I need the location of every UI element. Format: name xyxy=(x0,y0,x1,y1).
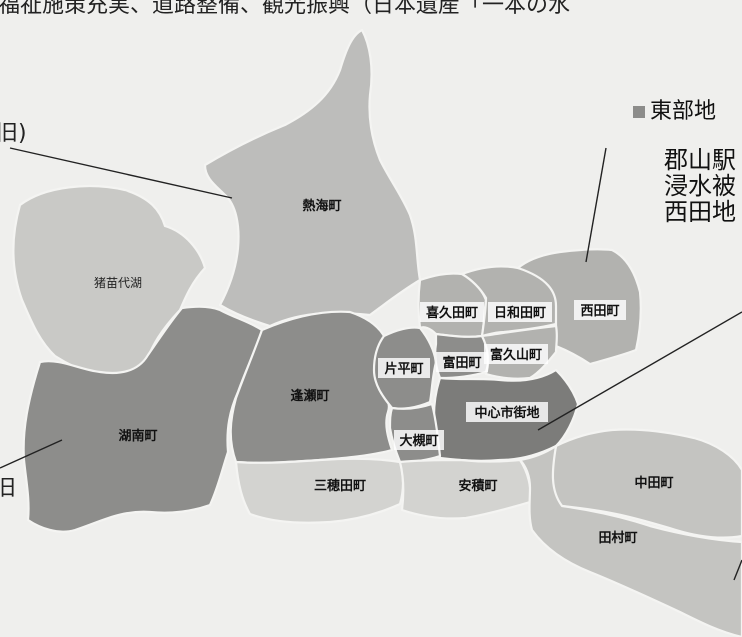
leader-line-atami xyxy=(9,147,233,199)
district-tamura xyxy=(518,444,742,637)
label-group-otsuki: 大槻町 xyxy=(394,430,444,450)
district-atami xyxy=(203,28,422,328)
label-group-katahira: 片平町 xyxy=(378,358,430,378)
district-label-tamura: 田村町 xyxy=(598,530,637,546)
label-group-hiwada: 日和田町 xyxy=(488,302,552,322)
district-label-katahira: 片平町 xyxy=(384,361,423,377)
header-text: 福祉施策充実、道路整備、観光振興（日本遺産「一本の水 xyxy=(0,0,570,18)
leader-line-chushin xyxy=(537,311,742,431)
legend-title: 東部地 xyxy=(650,99,716,124)
label-group-tamura: 田村町 xyxy=(598,530,637,546)
district-label-chushin: 中心市街地 xyxy=(474,405,539,421)
district-label-konan: 湖南町 xyxy=(118,428,157,444)
label-group-osezawa: 逢瀬町 xyxy=(290,388,329,404)
legend-line-3: 西田地 xyxy=(664,198,736,226)
district-label-tomikusan: 富久山町 xyxy=(490,347,542,363)
legend-line-1: 郡山駅 xyxy=(664,146,736,174)
leader-line-nishita xyxy=(585,147,607,263)
label-group-tomikusan: 富久山町 xyxy=(484,344,548,364)
label-group-atami: 熱海町 xyxy=(302,198,341,214)
district-label-mihota: 三穂田町 xyxy=(314,478,366,494)
district-label-nishita: 西田町 xyxy=(580,304,619,319)
district-osezawa xyxy=(229,310,394,464)
label-group-inawashiro: 猪苗代湖 xyxy=(94,275,142,290)
left-bottom-label: 旧 xyxy=(0,476,16,501)
label-group-nakata: 中田町 xyxy=(634,475,673,491)
label-group-konan: 湖南町 xyxy=(118,428,157,444)
district-label-hiwada: 日和田町 xyxy=(494,305,546,321)
district-label-osezawa: 逢瀬町 xyxy=(290,388,329,404)
label-group-chushin: 中心市街地 xyxy=(466,402,548,422)
district-label-inawashiro: 猪苗代湖 xyxy=(94,275,142,290)
district-label-kikuta: 喜久田町 xyxy=(426,305,478,321)
district-label-atami: 熱海町 xyxy=(302,198,341,214)
district-konan xyxy=(22,305,264,533)
label-group-tomita: 富田町 xyxy=(436,352,488,372)
district-mihota xyxy=(234,457,405,524)
district-label-asaka: 安積町 xyxy=(458,478,497,494)
leader-line-tamura xyxy=(733,559,742,581)
legend-swatch xyxy=(633,106,645,118)
leader-line-konan xyxy=(0,439,63,469)
district-label-nakata: 中田町 xyxy=(634,475,673,491)
legend-line-2: 浸水被 xyxy=(664,172,736,200)
left-top-label: 旧) xyxy=(0,121,27,146)
label-group-nishita: 西田町 xyxy=(574,300,626,320)
label-group-mihota: 三穂田町 xyxy=(314,478,366,494)
label-group-kikuta: 喜久田町 xyxy=(420,302,484,322)
label-group-asaka: 安積町 xyxy=(458,478,497,494)
district-label-otsuki: 大槻町 xyxy=(399,433,438,449)
district-label-tomita: 富田町 xyxy=(442,355,481,371)
